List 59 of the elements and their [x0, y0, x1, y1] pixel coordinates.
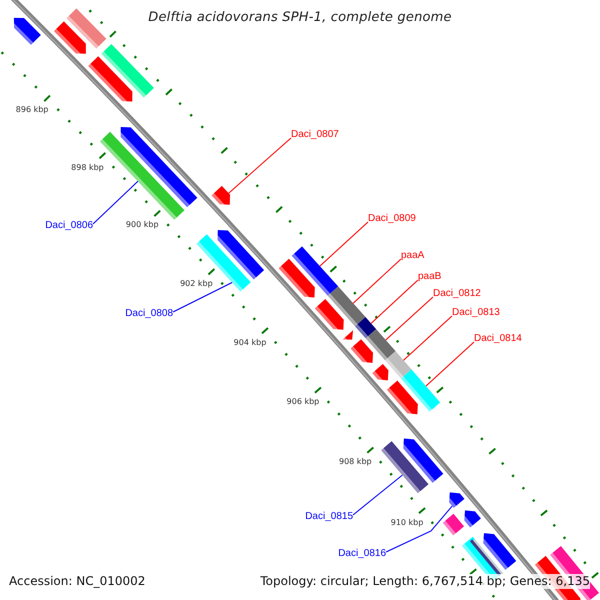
leader-line	[172, 282, 233, 312]
scale-label: 910 kbp	[390, 518, 424, 528]
leader-line	[352, 474, 403, 516]
gene-label: Daci_0807	[291, 129, 339, 141]
gene-label: Daci_0808	[125, 308, 173, 320]
gene-label: paaA	[401, 250, 424, 262]
gene-pointed-bar	[218, 230, 264, 280]
leader-line	[425, 342, 474, 387]
scale-label: 902 kbp	[180, 278, 213, 289]
scale-label: 908 kbp	[339, 457, 372, 468]
gene-pointed-bar	[278, 258, 315, 298]
gene-bar	[355, 317, 376, 338]
gene-bar	[328, 286, 366, 326]
leader-line	[92, 180, 138, 224]
gene-pointed-bar	[314, 299, 344, 330]
gene-bar	[196, 234, 251, 292]
leader-line	[385, 296, 434, 340]
gene-pointed-bar	[403, 438, 444, 483]
gene-pointed-bar	[14, 18, 41, 45]
scale-label: 900 kbp	[126, 220, 159, 230]
footer-text: Accession: NC_010002	[9, 574, 146, 589]
gene-pointed-bar	[449, 492, 464, 508]
leader-line	[403, 316, 452, 361]
gene-pointed-bar	[54, 21, 86, 54]
leader-line	[386, 506, 453, 552]
gene-pointed-bar	[372, 364, 388, 380]
gene-bar	[366, 329, 396, 360]
gene-label: Daci_0814	[474, 333, 522, 345]
gene-bar	[400, 369, 440, 412]
gene-label: Daci_0806	[45, 220, 93, 232]
gene-label: Daci_0815	[305, 510, 353, 522]
gene-label: Daci_0816	[338, 548, 386, 560]
gene-bar	[442, 514, 464, 536]
gene-label: Daci_0813	[452, 307, 500, 319]
gene-label: paaB	[418, 271, 442, 283]
gene-bar	[381, 441, 428, 494]
gene-pointed-bar	[88, 56, 132, 102]
gene-bar	[292, 246, 338, 296]
gene-bar	[101, 44, 154, 98]
leader-line	[228, 138, 292, 194]
scale-label: 896 kbp	[16, 105, 48, 116]
gene-pointed-bar	[464, 510, 481, 528]
leader-line	[370, 280, 418, 324]
title: Delftia acidovorans SPH-1, complete genome	[148, 9, 452, 26]
gene-bar	[66, 8, 106, 49]
gene-pointed-bar	[350, 339, 374, 363]
gene-pointed-bar	[120, 127, 198, 208]
footer-text: Topology: circular; Length: 6,767,514 bp; Genes: 6,135	[260, 574, 590, 589]
gene-label: Daci_0809	[368, 213, 416, 225]
scale-label: 904 kbp	[234, 338, 266, 348]
gene-pointed-bar	[483, 533, 516, 570]
gene-pointed-bar	[386, 380, 418, 414]
gene-label: Daci_0812	[433, 288, 481, 300]
gene-pointed-bar	[342, 330, 354, 340]
scale-label: 898 kbp	[71, 162, 104, 173]
gene-pointed-bar	[212, 186, 230, 205]
leader-line	[352, 258, 402, 304]
scale-label: 906 kbp	[286, 397, 320, 408]
leader-line	[319, 222, 368, 267]
